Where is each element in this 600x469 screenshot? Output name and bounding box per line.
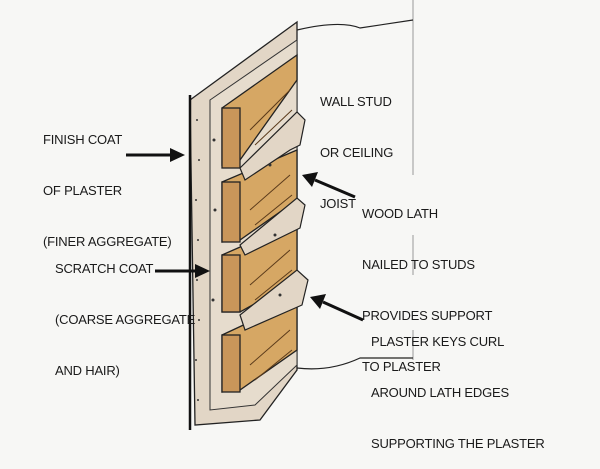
- label-line: NAILED TO STUDS: [362, 257, 475, 272]
- label-line: PLASTER KEYS CURL: [371, 334, 505, 349]
- label-line: JOIST: [320, 196, 356, 211]
- plaster-keys-label: PLASTER KEYS CURL AROUND LATH EDGES SUPP…: [371, 299, 545, 469]
- label-line: OF PLASTER: [43, 183, 122, 198]
- wood-lath-label: WOOD LATH NAILED TO STUDS PROVIDES SUPPO…: [362, 171, 492, 392]
- label-line: FINISH COAT: [43, 132, 123, 147]
- label-line: TO PLASTER: [362, 359, 441, 374]
- label-line: SUPPORTING THE PLASTER: [371, 436, 545, 451]
- scratch-coat-label: SCRATCH COAT (COARSE AGGREGATE AND HAIR): [55, 226, 195, 396]
- wood-grain: [249, 89, 293, 381]
- label-line: WOOD LATH: [362, 206, 438, 221]
- label-line: OR CEILING: [320, 145, 394, 160]
- label-line: WALL STUD: [320, 94, 392, 109]
- wall-stud-label: WALL STUD OR CEILING JOIST: [320, 59, 393, 229]
- label-line: SCRATCH COAT: [55, 261, 154, 276]
- label-line: AROUND LATH EDGES: [371, 385, 509, 400]
- stud-top-edge: [296, 19, 414, 31]
- arrows: [126, 148, 364, 322]
- aggregate-dots: [195, 119, 282, 401]
- plaster-lath-illustration: [126, 0, 414, 430]
- label-line: AND HAIR): [55, 363, 120, 378]
- finish-coat-label: FINISH COAT OF PLASTER (FINER AGGREGATE): [43, 97, 172, 267]
- label-line: (FINER AGGREGATE): [43, 234, 172, 249]
- label-line: PROVIDES SUPPORT: [362, 308, 493, 323]
- label-line: (COARSE AGGREGATE: [55, 312, 196, 327]
- plaster-keys: [239, 111, 309, 331]
- stud-bottom-edge: [296, 357, 413, 370]
